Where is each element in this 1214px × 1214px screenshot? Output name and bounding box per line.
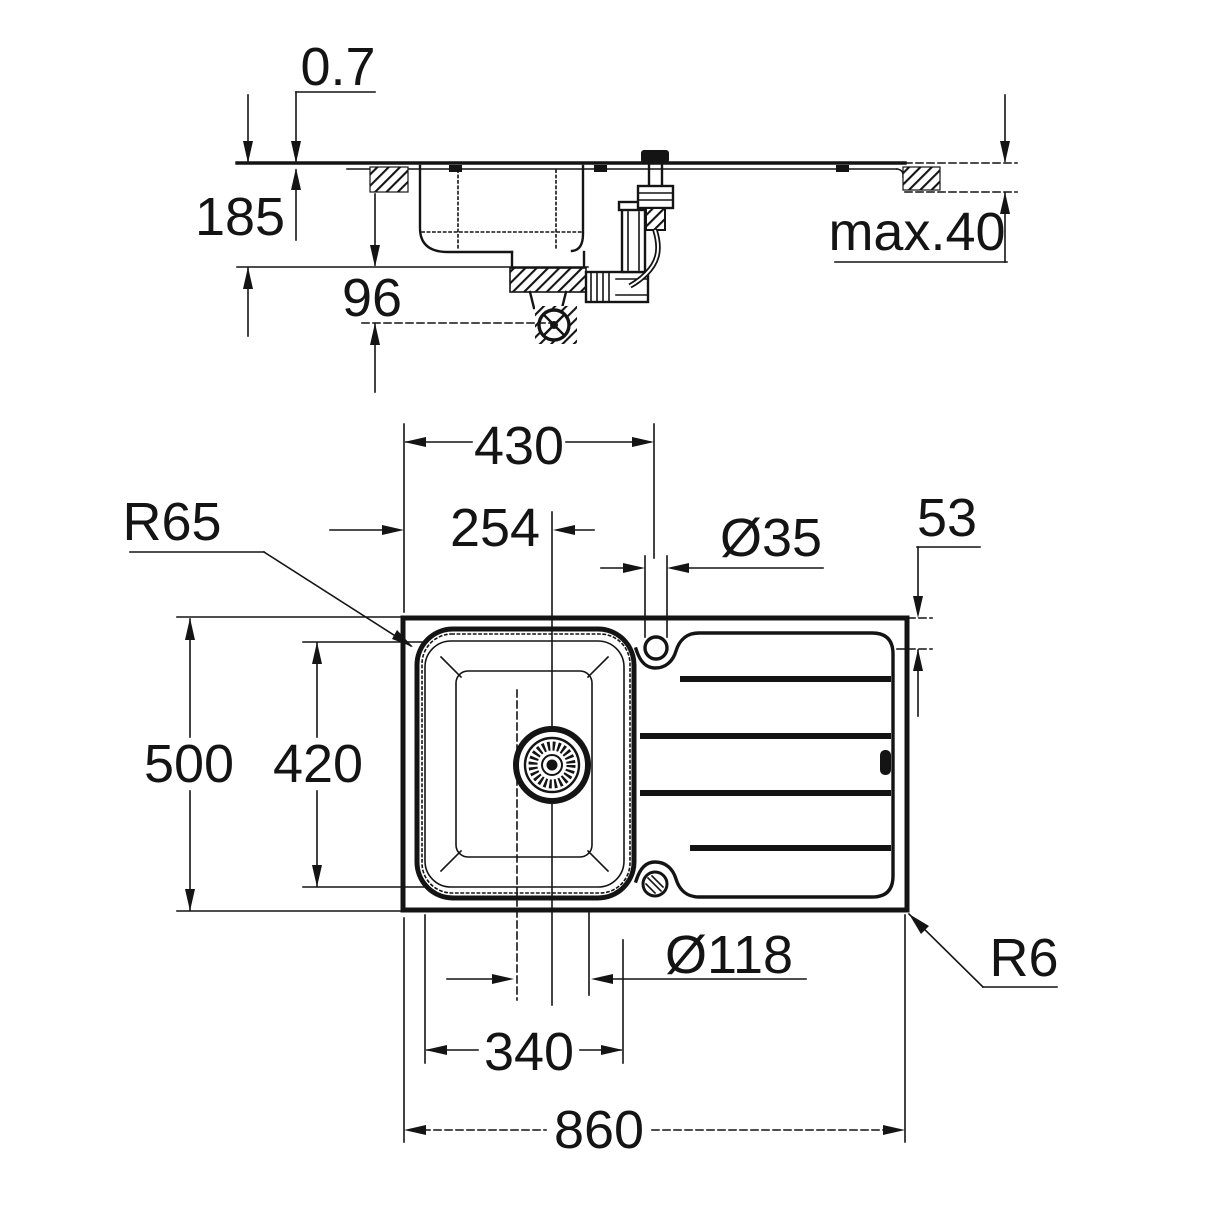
bowl-corner-chamfer <box>439 655 463 679</box>
worktop-cut-hatch-right <box>902 166 941 191</box>
overflow-standpipe <box>620 206 647 274</box>
dim-label-total-depth: 185 <box>195 187 285 247</box>
drainer-rib <box>680 676 891 682</box>
knockout-hatch <box>650 874 665 889</box>
arrowhead <box>632 437 654 447</box>
drainer-rib <box>690 845 891 851</box>
knockout-hatch <box>646 876 663 893</box>
drainer-rib <box>640 733 891 739</box>
arrowhead <box>312 642 322 664</box>
dim-label-drain-offset: 254 <box>450 498 540 558</box>
arrowhead <box>185 889 195 911</box>
arrowhead <box>591 974 613 984</box>
bowl-corner-chamfer <box>586 655 610 679</box>
arrowhead <box>909 914 929 934</box>
bowl-rim-outer <box>414 626 637 901</box>
arrowhead <box>243 267 253 289</box>
arrowhead <box>404 437 426 447</box>
worktop-cut-hatch-left <box>369 166 409 193</box>
dim-label-sink-width: 500 <box>144 734 234 794</box>
drainer-outline <box>633 631 895 899</box>
arrowhead <box>883 1125 905 1135</box>
arrowhead <box>243 141 253 163</box>
plan-view <box>129 423 1058 1143</box>
drain-funnel <box>528 290 568 310</box>
bowl-rim-dotted <box>421 633 631 894</box>
drain-hatched-ring <box>528 741 576 789</box>
arrowhead <box>382 525 404 535</box>
dim-label-bowl-width: 420 <box>273 734 363 794</box>
arrowhead <box>185 618 195 640</box>
arrowhead <box>370 323 380 345</box>
drainer-hanger-slot <box>880 750 891 775</box>
rim-clip <box>594 165 607 172</box>
dim-label-worktop: max.40 <box>828 202 1005 262</box>
tap-base <box>641 150 669 163</box>
arrowhead <box>291 141 301 163</box>
tap-hose-highlight <box>629 229 659 287</box>
drain-mid-ring <box>523 736 581 794</box>
arrowhead <box>392 630 413 647</box>
dim-label-drainer-offset: 53 <box>917 488 977 548</box>
bowl-opening-inner <box>424 640 625 888</box>
arrowhead <box>291 168 301 190</box>
rim-edge-hook <box>896 168 904 178</box>
arrowhead <box>553 525 575 535</box>
side-section-view <box>235 91 1018 393</box>
leader-r65 <box>262 550 413 648</box>
arrowhead <box>601 1045 623 1055</box>
hose-fitting <box>645 207 666 231</box>
rim-clip <box>836 165 849 172</box>
dim-label-bowl-radius: R65 <box>122 492 221 552</box>
dim-label-edge-radius: R6 <box>989 928 1058 988</box>
arrowhead <box>404 1125 426 1135</box>
rim-clip <box>449 165 462 172</box>
dim-label-sink-length: 860 <box>554 1100 644 1160</box>
arrowhead <box>667 563 689 573</box>
bowl-corner-chamfer <box>439 849 463 873</box>
tap-hole <box>643 635 669 661</box>
tap-nut <box>636 184 675 210</box>
dim-label-rim-thickness: 0.7 <box>300 37 375 97</box>
arrowhead <box>913 596 923 618</box>
dim-label-trap-offset: 96 <box>342 268 402 328</box>
drain-center-plug <box>546 759 558 771</box>
drain-flange-hatch <box>509 267 587 293</box>
overflow-elbow <box>584 270 650 304</box>
basin-left-wall <box>418 164 514 254</box>
basin-right-wall <box>570 164 585 253</box>
arrowhead <box>312 865 322 887</box>
bowl-floor <box>455 670 593 858</box>
arrowhead <box>913 649 923 671</box>
sink-outer-edge <box>400 615 910 913</box>
dim-label-tap-diameter: Ø35 <box>720 508 822 568</box>
dim-label-drain-diameter: Ø118 <box>665 925 793 985</box>
arrowhead <box>1000 192 1010 214</box>
arrowhead <box>623 563 645 573</box>
arrowhead <box>425 1045 447 1055</box>
arrowhead <box>492 974 514 984</box>
dim-label-bowl-length: 340 <box>484 1022 574 1082</box>
arrowhead <box>370 245 380 267</box>
arrowhead <box>1000 141 1010 163</box>
bowl-corner-chamfer <box>586 849 610 873</box>
knockout-hatch <box>644 882 657 895</box>
drainer-rib <box>640 790 891 796</box>
dimension-labels: 0.7 185 96 max.40 R65 430 254 Ø35 53 500… <box>122 37 1058 1160</box>
dim-label-tap-offset: 430 <box>474 416 564 476</box>
